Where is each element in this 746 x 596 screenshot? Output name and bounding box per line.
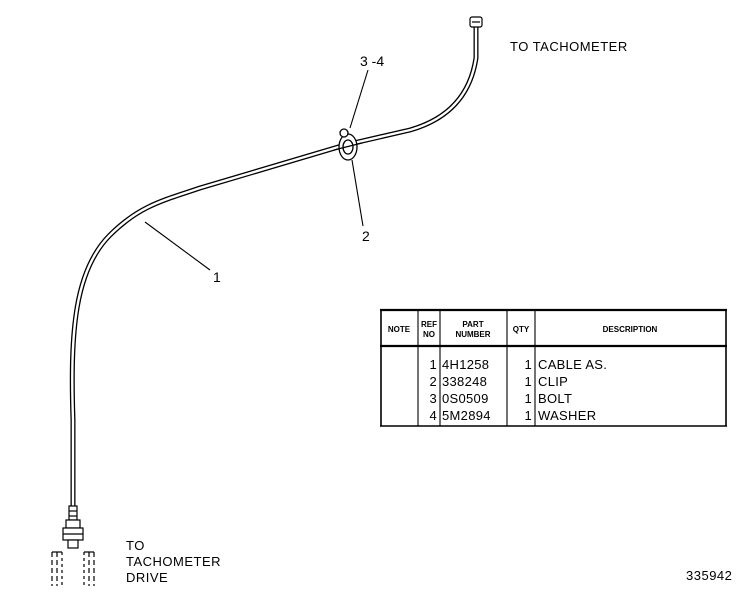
tachometer-drive-housing [51,551,95,586]
row-description: BOLT [538,391,572,406]
row-qty: 1 [524,408,532,423]
row-ref: 3 [429,391,437,406]
row-part-number: 0S0509 [442,391,489,406]
callout-ref-2: 2 [362,228,370,244]
row-part-number: 338248 [442,374,487,389]
header-ref-line1: REF [421,320,437,329]
header-qty: QTY [513,325,530,334]
header-description: DESCRIPTION [603,325,658,334]
bolt-head [339,128,349,138]
row-description: WASHER [538,408,596,423]
row-qty: 1 [524,374,532,389]
row-description: CLIP [538,374,568,389]
leader-ref-2 [351,159,364,227]
parts-table: NOTE REF NO PART NUMBER QTY DESCRIPTION … [380,308,727,427]
cable-clip [333,128,363,161]
row-qty: 1 [524,391,532,406]
row-description: CABLE AS. [538,357,607,372]
header-ref-line2: NO [423,330,435,339]
tachometer-cable [69,23,479,511]
row-qty: 1 [524,357,532,372]
drawing-number: 335942 [686,568,732,583]
table-row: 2 338248 1 CLIP [429,374,568,389]
drive-end-fitting [62,505,84,549]
leader-ref-1 [144,221,211,271]
row-ref: 4 [429,408,437,423]
header-part-line2: NUMBER [455,330,490,339]
header-note: NOTE [388,325,411,334]
note-drive-line1: TO [126,538,145,553]
note-to-tachometer: TO TACHOMETER [510,39,628,54]
leader-ref-3-4 [349,69,369,129]
row-part-number: 5M2894 [442,408,491,423]
table-row: 4 5M2894 1 WASHER [429,408,596,423]
note-drive-line3: DRIVE [126,570,168,585]
tachometer-end-fitting [469,16,483,28]
callout-ref-3-4: 3 -4 [360,53,384,69]
row-part-number: 4H1258 [442,357,489,372]
row-ref: 1 [429,357,437,372]
table-row: 1 4H1258 1 CABLE AS. [429,357,607,372]
callout-ref-1: 1 [213,269,221,285]
row-ref: 2 [429,374,437,389]
note-drive-line2: TACHOMETER [126,554,221,569]
header-part-line1: PART [462,320,483,329]
leader-lines [144,69,369,271]
table-row: 3 0S0509 1 BOLT [429,391,572,406]
